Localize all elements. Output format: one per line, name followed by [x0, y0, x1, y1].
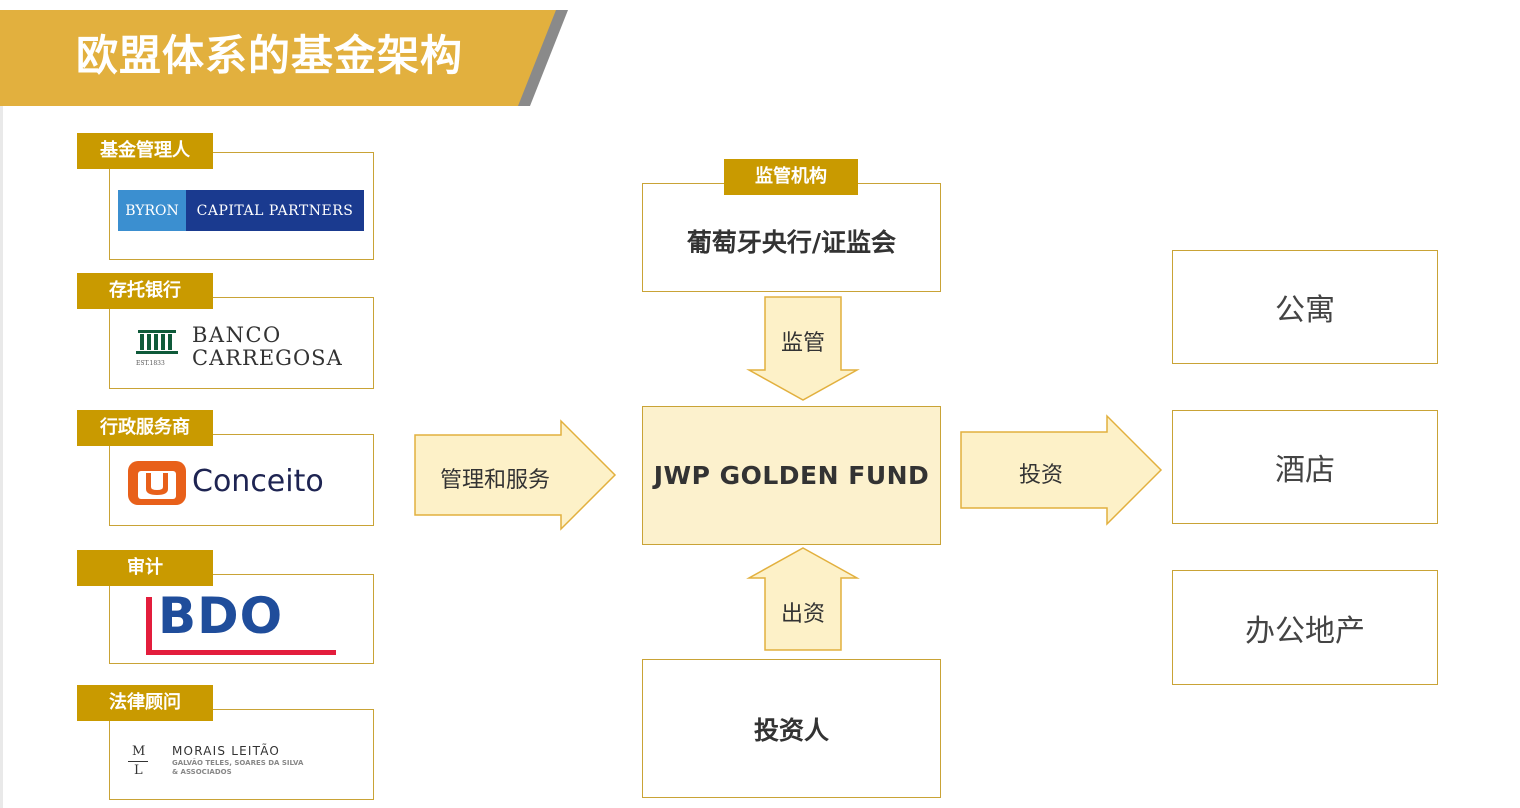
- morais-monogram-top: M: [132, 744, 146, 759]
- banco-line1: BANCO: [192, 323, 282, 347]
- morais-monogram-bottom: L: [134, 763, 143, 778]
- target-office-label: 办公地产: [1245, 613, 1365, 649]
- bdo-text: BDO: [158, 587, 284, 645]
- byron-text: BYRON: [125, 202, 179, 219]
- target-hotel-label: 酒店: [1275, 453, 1335, 488]
- fund-name: JWP GOLDEN FUND: [653, 461, 930, 490]
- tag-custodian-bank: 存托银行: [77, 273, 213, 309]
- tag-administrator: 行政服务商: [77, 410, 213, 446]
- fund-in-arrow-icon: [746, 547, 860, 651]
- regulator-box: 葡萄牙央行/证监会: [642, 183, 941, 292]
- morais-monogram-divider: [128, 761, 148, 762]
- regulator-name: 葡萄牙央行/证监会: [686, 227, 897, 257]
- morais-sub1-text: GALVÃO TELES, SOARES DA SILVA: [172, 759, 304, 767]
- morais-sub2-text: & ASSOCIADOS: [172, 768, 232, 776]
- banco-line2: CARREGOSA: [192, 346, 343, 370]
- supervise-label: 监管: [781, 331, 826, 356]
- supervise-arrow-icon: [746, 296, 860, 401]
- capital-partners-text: CAPITAL PARTNERS: [196, 202, 354, 219]
- tag-legal-advisor: 法律顾问: [77, 685, 213, 721]
- target-apartment-box: 公寓: [1172, 250, 1438, 364]
- left-divider: [0, 106, 3, 808]
- byron-capital-logo: BYRON CAPITAL PARTNERS: [118, 190, 364, 231]
- byron-logo-left: BYRON: [118, 190, 186, 231]
- investor-box: 投资人: [642, 659, 941, 798]
- tag-auditor: 审计: [77, 550, 213, 586]
- banco-est-text: EST.1833: [136, 360, 165, 367]
- fund-manager-box: BYRON CAPITAL PARTNERS: [109, 152, 374, 260]
- target-apartment-label: 公寓: [1275, 293, 1335, 328]
- invest-label: 投资: [1019, 463, 1064, 488]
- fund-in-label: 出资: [781, 602, 826, 627]
- target-hotel-box: 酒店: [1172, 410, 1438, 524]
- conceito-logo-icon: [128, 461, 186, 505]
- administrator-box: Conceito: [109, 434, 374, 526]
- custodian-bank-box: EST.1833 BANCO CARREGOSA: [109, 297, 374, 389]
- target-office-box: 办公地产: [1172, 570, 1438, 685]
- auditor-box: BDO: [109, 574, 374, 664]
- investor-name: 投资人: [753, 715, 829, 745]
- manage-label: 管理和服务: [440, 468, 551, 493]
- banco-carregosa-emblem-icon: [136, 330, 178, 354]
- tag-regulator: 监管机构: [724, 159, 858, 195]
- page-title: 欧盟体系的基金架构: [76, 31, 464, 80]
- manage-arrow-icon: [414, 419, 617, 531]
- byron-logo-right: CAPITAL PARTNERS: [186, 190, 364, 231]
- invest-arrow-icon: [960, 414, 1163, 526]
- fund-box: JWP GOLDEN FUND: [642, 406, 941, 545]
- morais-leitao-text: MORAIS LEITÃO: [172, 744, 281, 758]
- title-banner: [0, 10, 568, 106]
- bdo-red-bar-icon: [146, 597, 336, 655]
- tag-fund-manager: 基金管理人: [77, 133, 213, 169]
- conceito-text: Conceito: [192, 464, 324, 499]
- legal-advisor-box: M L MORAIS LEITÃO GALVÃO TELES, SOARES D…: [109, 709, 374, 800]
